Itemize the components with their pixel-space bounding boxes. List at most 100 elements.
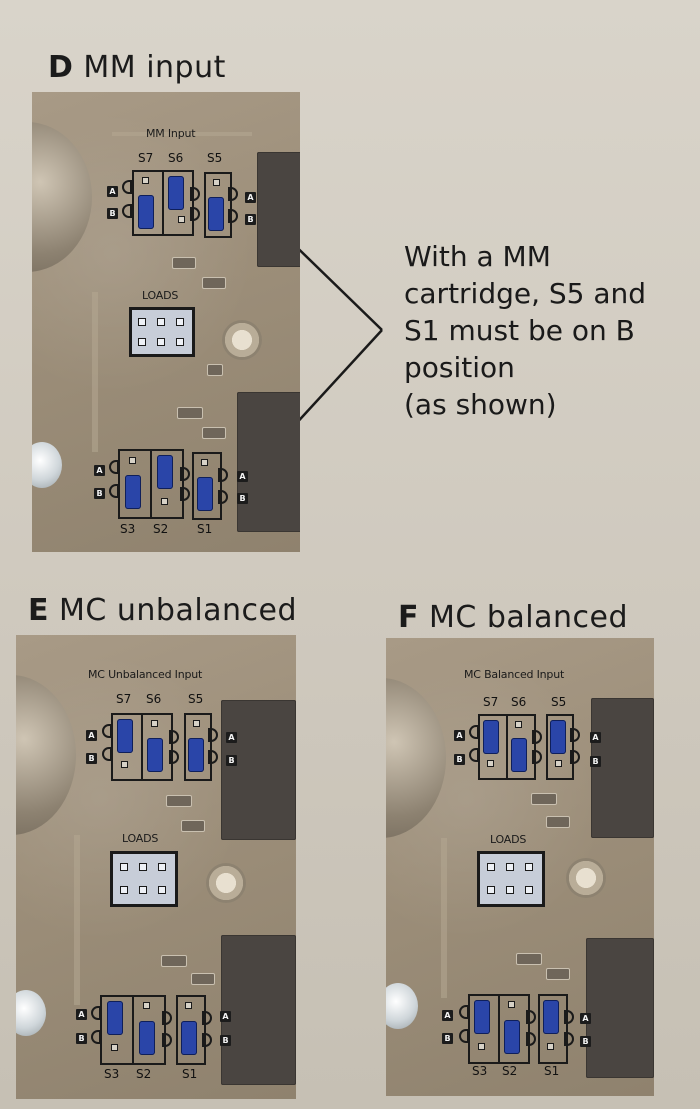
section-title-text: MC unbalanced [59, 593, 298, 628]
position-b-marker: B [226, 755, 237, 766]
position-a-marker: A [107, 186, 118, 197]
header-clip [526, 1032, 536, 1046]
loads-pin [158, 863, 166, 871]
position-a-marker: A [237, 471, 248, 482]
loads-pin [138, 338, 146, 346]
switch-label-s1: S1 [182, 1067, 198, 1081]
switch-label-s7: S7 [138, 151, 154, 165]
header-clip [91, 1030, 101, 1044]
switch-label-s5: S5 [551, 695, 567, 709]
position-a-marker: A [580, 1013, 591, 1024]
header-clip [532, 750, 542, 764]
position-b-marker: B [220, 1035, 231, 1046]
switch-label-s5: S5 [207, 151, 223, 165]
header-clip [570, 750, 580, 764]
switch-label-s3: S3 [120, 522, 136, 536]
loads-pin [139, 863, 147, 871]
ic-chip [586, 938, 654, 1078]
smd-component [546, 968, 570, 980]
capacitor [386, 678, 446, 838]
header-clip [228, 187, 238, 201]
ic-chip [221, 700, 296, 840]
jumper-s6-position-a [168, 176, 184, 210]
smd-component [166, 795, 192, 807]
jumper-s7-position-a [117, 719, 133, 753]
header-clip [102, 747, 112, 761]
header-clip [469, 725, 479, 739]
switch-label-s6: S6 [511, 695, 527, 709]
input-label: MC Balanced Input [464, 668, 565, 681]
annotation-line: (as shown) [404, 388, 557, 421]
loads-pin [176, 318, 184, 326]
loads-pin [157, 318, 165, 326]
smd-component [202, 427, 226, 439]
input-label: MM Input [146, 127, 196, 140]
section-letter: F [398, 600, 419, 635]
mounting-hole [566, 858, 606, 898]
header-clip [122, 180, 132, 194]
switch-label-s2: S2 [502, 1064, 518, 1078]
header-clip [208, 728, 218, 742]
header-pin [185, 1002, 192, 1009]
header-pin [478, 1043, 485, 1050]
header-pin [142, 177, 149, 184]
header-pin [508, 1001, 515, 1008]
smd-component [207, 364, 223, 376]
header-clip [109, 484, 119, 498]
pcb-trace [74, 835, 80, 1005]
header-clip [169, 730, 179, 744]
switch-label-s7: S7 [483, 695, 499, 709]
pcb-trace [92, 292, 98, 452]
ic-chip [591, 698, 654, 838]
position-a-marker: A [226, 732, 237, 743]
header-clip [469, 748, 479, 762]
loads-label: LOADS [122, 832, 159, 845]
smd-component [191, 973, 215, 985]
header-clip [218, 490, 228, 504]
header-pin [129, 457, 136, 464]
jumper-header-s1 [192, 452, 222, 520]
header-pin [515, 721, 522, 728]
header-clip [180, 467, 190, 481]
header-pin [178, 216, 185, 223]
pcb-photo-mc-balanced: MC Balanced Input S7 S6 S5 A B A B LOADS… [386, 638, 654, 1096]
header-pin [201, 459, 208, 466]
header-clip [190, 187, 200, 201]
header-clip [532, 730, 542, 744]
loads-pin [506, 886, 514, 894]
jumper-s1-position-b [197, 477, 213, 511]
header-clip [202, 1033, 212, 1047]
position-a-marker: A [590, 732, 601, 743]
jumper-header-s1 [176, 995, 206, 1065]
capacitor [16, 675, 76, 835]
position-a-marker: A [86, 730, 97, 741]
pcb-trace [112, 132, 252, 136]
section-title-text: MM input [83, 50, 226, 85]
ic-chip [221, 935, 296, 1085]
pcb-photo-mc-unbalanced: MC Unbalanced Input S7 S6 S5 A B A B LOA… [16, 635, 296, 1099]
ic-chip [237, 392, 300, 532]
position-a-marker: A [76, 1009, 87, 1020]
switch-label-s3: S3 [104, 1067, 120, 1081]
loads-header [477, 851, 545, 907]
header-clip [162, 1033, 172, 1047]
jumper-header-s6 [141, 713, 173, 781]
section-letter: D [48, 50, 74, 85]
section-title-d: D MM input [48, 50, 226, 85]
header-pin [111, 1044, 118, 1051]
jumper-s5-position-b [208, 197, 224, 231]
jumper-s5-position-b [188, 738, 204, 772]
smd-component [546, 816, 570, 828]
loads-label: LOADS [490, 833, 527, 846]
position-a-marker: A [442, 1010, 453, 1021]
mounting-hole [222, 320, 262, 360]
header-pin [143, 1002, 150, 1009]
position-b-marker: B [237, 493, 248, 504]
header-pin [121, 761, 128, 768]
smd-component [177, 407, 203, 419]
ic-chip [257, 152, 300, 267]
annotation-line: position [404, 351, 515, 384]
smd-component [161, 955, 187, 967]
loads-pin [138, 318, 146, 326]
electrolytic-capacitor [32, 442, 62, 488]
